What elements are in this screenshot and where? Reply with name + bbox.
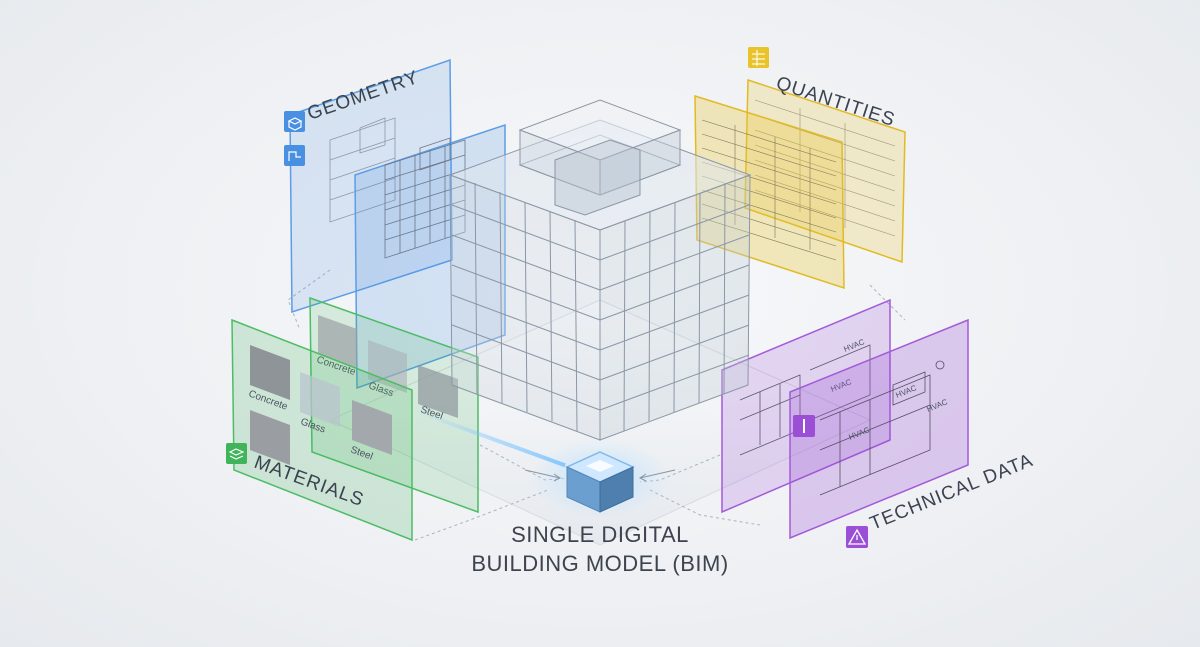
materials-panel-front: Concrete Glass Steel: [231, 318, 413, 542]
warning-icon: [846, 526, 868, 548]
swatch-steel: [352, 400, 392, 455]
cube-icon: [284, 111, 305, 132]
swatch-glass: [300, 372, 340, 427]
geometry-panel-front: [354, 123, 506, 390]
swatch-concrete-back: [318, 315, 357, 368]
swatch-steel-back: [418, 365, 458, 418]
building-wireframe: [448, 99, 752, 441]
bim-core-cube: [414, 408, 670, 518]
center-title: SINGLE DIGITAL BUILDING MODEL (BIM): [440, 520, 760, 578]
materials-panel-back: Concrete Glass Steel: [309, 296, 479, 514]
swatch-glass-back: [368, 340, 407, 393]
swatch-concrete: [250, 345, 290, 400]
swatch-concrete-2: [250, 410, 290, 465]
layers-icon: [226, 443, 247, 464]
center-title-line1: SINGLE DIGITAL: [511, 522, 689, 547]
technical-panel-front: HVAC HVAC HVAC: [789, 318, 969, 540]
table-icon: [748, 47, 769, 68]
center-title-line2: BUILDING MODEL (BIM): [471, 551, 729, 576]
tools-icon: [284, 145, 305, 166]
flow-arrows: [524, 469, 676, 482]
